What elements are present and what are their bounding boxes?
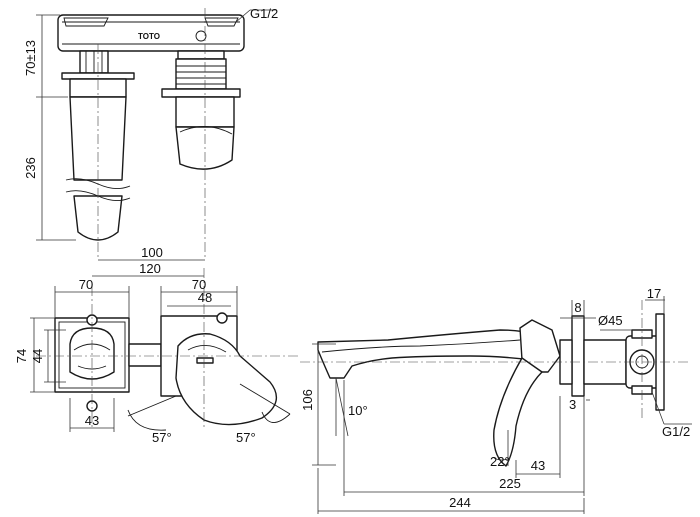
side-wall-plate xyxy=(571,315,585,397)
dim-height-top: 70±13 xyxy=(23,40,38,76)
dim-8: 8 xyxy=(574,300,581,315)
top-view: TOTO 70±13 236 100 G1/2 xyxy=(23,6,278,261)
side-view: 106 10° 8 17 Ø45 3 G1/2 22° 43 225 xyxy=(300,286,692,514)
dim-plate-right: 70 xyxy=(192,277,206,292)
thread-label-side: G1/2 xyxy=(662,424,690,439)
dim-225: 225 xyxy=(499,476,521,491)
thread-label-top: G1/2 xyxy=(250,6,278,21)
dim-height-spout: 236 xyxy=(23,157,38,179)
dim-43: 43 xyxy=(531,458,545,473)
dim-height-outer: 74 xyxy=(14,349,29,363)
angle-left: 57° xyxy=(152,430,172,445)
dim-height-side: 106 xyxy=(300,389,315,411)
dim-3: 3 xyxy=(569,397,576,412)
angle-spout: 10° xyxy=(348,403,368,418)
dim-height-inner: 44 xyxy=(30,349,45,363)
spout-tip xyxy=(73,195,123,241)
lever-side xyxy=(493,357,543,467)
dim-width-total: 120 xyxy=(139,261,161,276)
connector xyxy=(128,343,162,367)
dim-plate-left: 70 xyxy=(79,277,93,292)
angle-lever: 22° xyxy=(490,454,510,469)
right-flange xyxy=(161,88,241,98)
front-view: 120 70 70 48 74 44 43 57° 57° xyxy=(14,261,300,445)
spout-profile xyxy=(317,329,541,379)
dim-17: 17 xyxy=(647,286,661,301)
right-cartridge xyxy=(175,58,227,90)
lever-indicator xyxy=(196,357,214,364)
dim-diameter: Ø45 xyxy=(598,313,623,328)
dim-spacing: 100 xyxy=(141,245,163,260)
lever-front xyxy=(175,333,278,426)
brand-mark: TOTO xyxy=(138,32,160,41)
dim-inner: 48 xyxy=(198,290,212,305)
angle-right: 57° xyxy=(236,430,256,445)
right-stem xyxy=(177,50,225,60)
dim-bottom-left: 43 xyxy=(85,413,99,428)
dim-244: 244 xyxy=(449,495,471,510)
